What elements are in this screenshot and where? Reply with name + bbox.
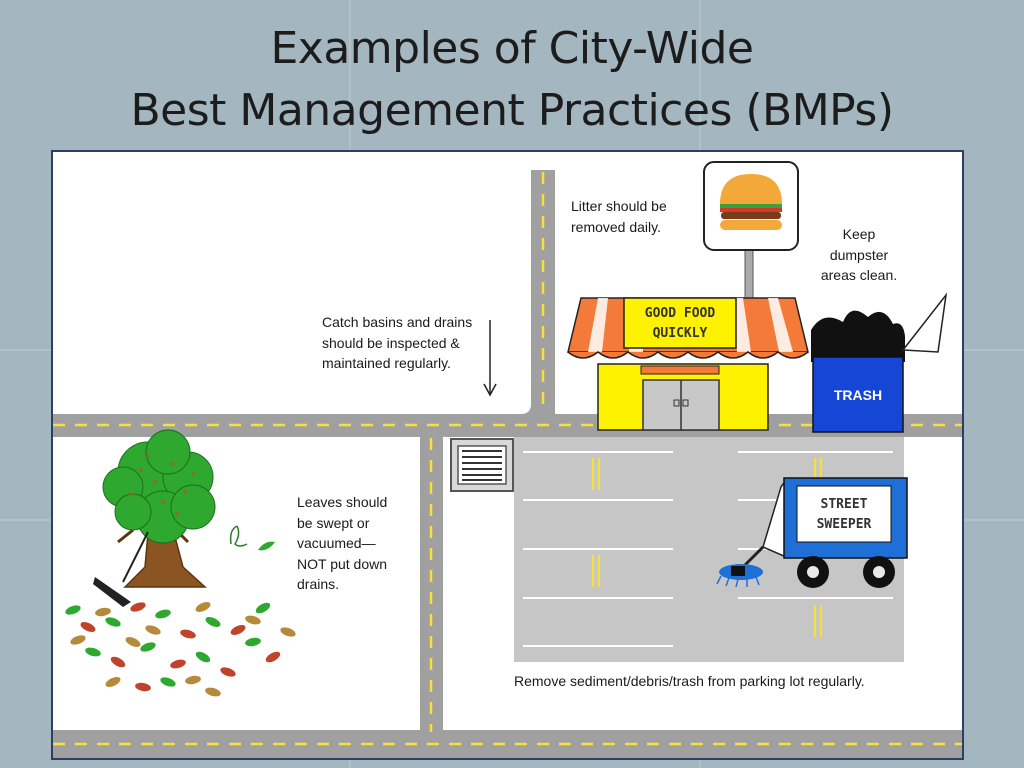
dumpster-label: Keep dumpster areas clean. xyxy=(820,226,898,283)
store-sign-line-1: GOOD FOOD xyxy=(644,306,716,321)
city-scene xyxy=(53,152,962,758)
store-sign-line-2: QUICKLY xyxy=(652,326,708,341)
illustration-panel: GOOD FOOD QUICKLY TRASH STREET SWEEPER L… xyxy=(51,150,964,760)
rake-icon xyxy=(93,531,149,607)
storm-drain-grate xyxy=(450,438,514,492)
tree xyxy=(102,429,216,588)
sweeper-sign-line-1: STREET xyxy=(820,497,868,512)
title-line-1: Examples of City-Wide xyxy=(270,23,754,74)
leaves-label: Leaves should be swept or vacuumed—NOT p… xyxy=(297,494,388,592)
sweeper-sign: STREET SWEEPER xyxy=(797,495,891,535)
leaf-pile xyxy=(65,602,296,697)
parking-lot-label: Remove sediment/debris/trash from parkin… xyxy=(514,673,865,689)
arrow-down-icon xyxy=(483,320,497,397)
street-sweeper xyxy=(716,477,908,588)
store-building xyxy=(567,297,809,431)
title-line-2: Best Management Practices (BMPs) xyxy=(130,85,894,136)
burger-sign xyxy=(703,161,799,305)
litter-label: Litter should be removed daily. xyxy=(571,198,667,235)
falling-leaf-icon xyxy=(229,525,275,551)
store-sign: GOOD FOOD QUICKLY xyxy=(624,304,736,344)
catch-basins-label: Catch basins and drains should be inspec… xyxy=(322,314,473,371)
hamburger-icon xyxy=(720,174,782,230)
slide-title: Examples of City-Wide Best Management Pr… xyxy=(0,18,1024,142)
dumpster xyxy=(811,292,948,433)
trash-label: TRASH xyxy=(833,387,883,403)
sweeper-sign-line-2: SWEEPER xyxy=(816,517,872,532)
